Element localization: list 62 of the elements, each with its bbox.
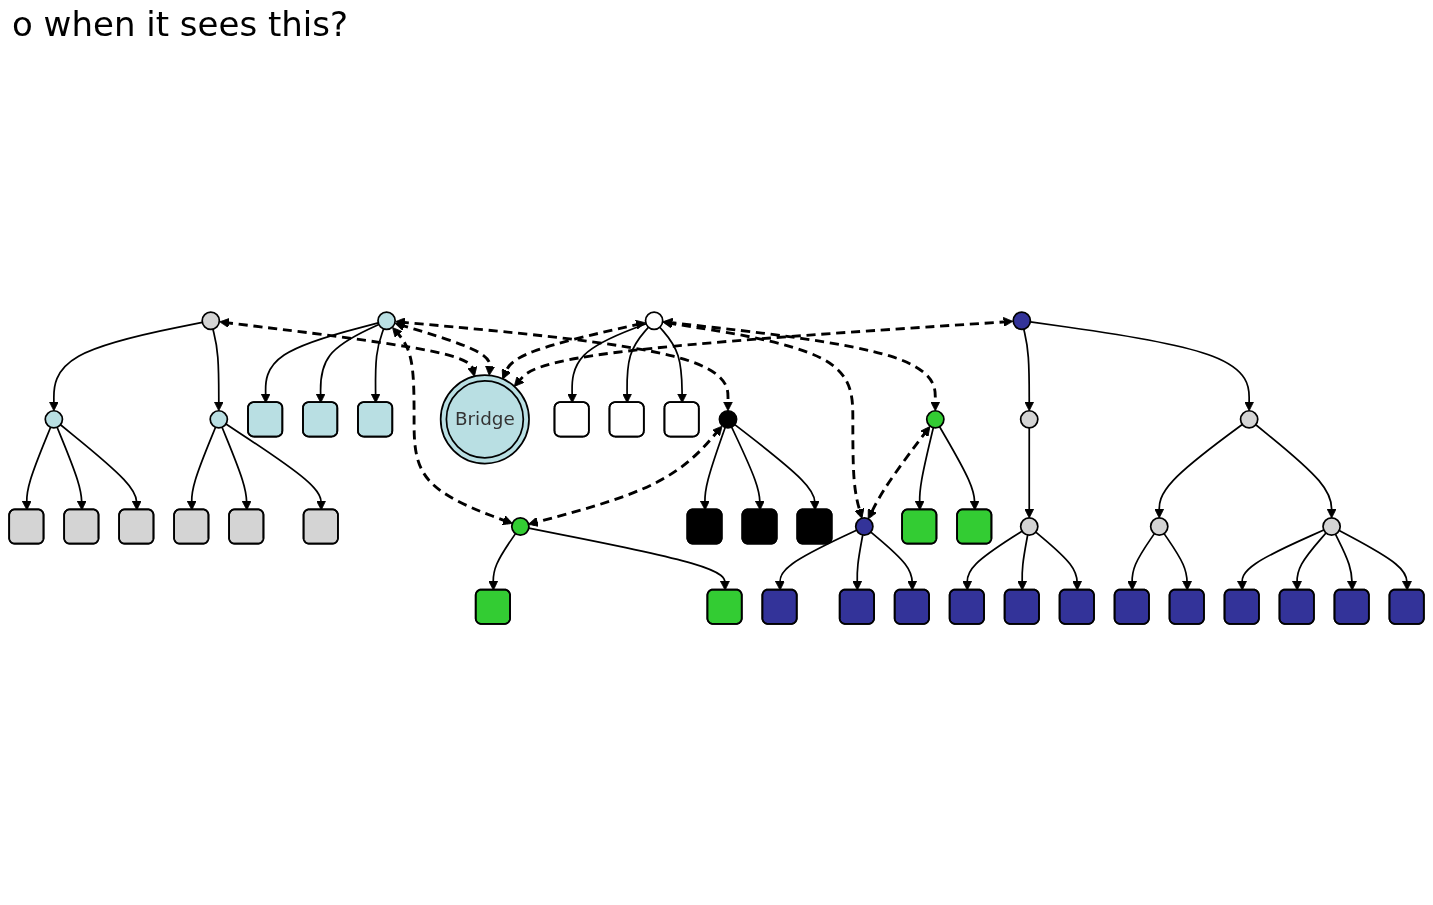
arrow [774, 529, 858, 591]
arrow [658, 326, 688, 404]
node-circle [925, 409, 945, 429]
arrow [567, 322, 647, 404]
arrow [1254, 423, 1337, 519]
arrow [1029, 321, 1255, 412]
diagram-title: o when it sees this? [12, 4, 349, 44]
arrow [212, 328, 224, 412]
node-circle [1239, 409, 1259, 429]
node-circle [644, 311, 664, 331]
node-circle [1019, 517, 1039, 536]
node-circle [44, 409, 64, 429]
arrow [528, 425, 723, 527]
arrow [219, 317, 478, 377]
arrow [852, 534, 864, 591]
arrow [962, 530, 1023, 591]
arrow [1024, 427, 1035, 519]
arrow [56, 426, 87, 511]
arrow [733, 423, 820, 511]
arrow [395, 317, 734, 412]
arrow [59, 423, 142, 511]
arrow [1292, 532, 1327, 591]
arrow [699, 426, 726, 511]
arrow [501, 319, 646, 380]
arrow [221, 426, 252, 511]
arrow [1154, 423, 1244, 519]
node-circle [1019, 409, 1039, 429]
arrow [21, 426, 52, 511]
arrow [1334, 533, 1358, 591]
arrow [938, 425, 980, 511]
node-circle [377, 311, 397, 331]
arrow [513, 316, 1014, 387]
arrow [1022, 328, 1035, 412]
arrow [622, 326, 650, 404]
arrow [730, 426, 765, 511]
node-circle: Bridge [439, 374, 530, 465]
node-circle [1149, 517, 1169, 536]
arrow [1034, 531, 1083, 591]
arrow [1017, 534, 1029, 591]
arrow [1237, 529, 1325, 591]
arrow [488, 532, 517, 591]
arrow [662, 318, 865, 519]
node-circle [201, 311, 221, 331]
arrow [867, 426, 931, 520]
arrow [186, 426, 217, 511]
arrow [370, 327, 385, 404]
node-circle [1322, 517, 1342, 536]
arrow [225, 423, 327, 511]
node-circle [718, 409, 738, 429]
arrow [392, 327, 513, 525]
arrow [1338, 529, 1412, 591]
node-circle [1012, 311, 1032, 331]
arrow [260, 322, 380, 404]
arrow [394, 321, 496, 376]
node-circle [209, 409, 229, 429]
node-circle [510, 517, 530, 536]
arrow [1127, 532, 1156, 591]
node-circle [854, 517, 874, 536]
arrow [870, 531, 918, 591]
arrow [1163, 532, 1193, 591]
arrow [914, 426, 935, 511]
arrow [315, 323, 380, 404]
